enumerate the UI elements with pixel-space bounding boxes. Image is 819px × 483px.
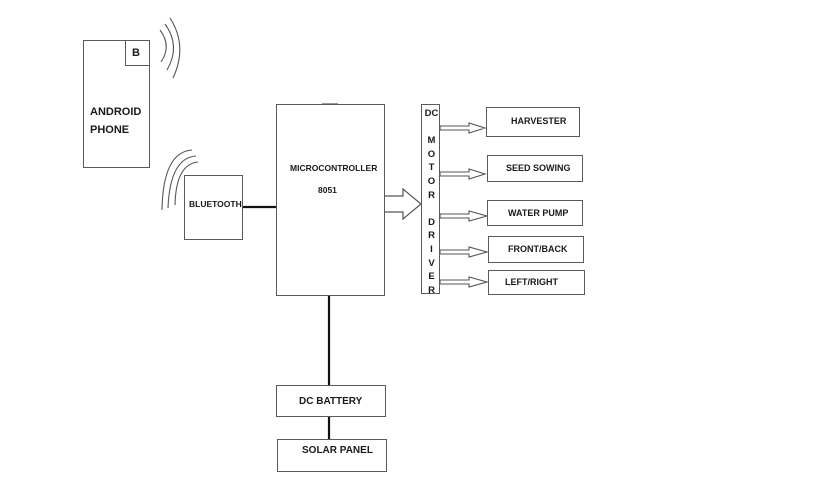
seed-sowing-box — [487, 155, 583, 182]
driver-letter: E — [428, 271, 435, 283]
driver-letter: R — [428, 189, 435, 201]
phone-label-line2: PHONE — [90, 124, 130, 136]
solar-panel-label: SOLAR PANEL — [302, 445, 373, 456]
driver-letter: R — [428, 230, 435, 242]
microcontroller-label: MICROCONTROLLER — [290, 163, 378, 173]
dc-battery-box — [276, 385, 386, 417]
bluetooth-label: BLUETOOTH — [189, 199, 242, 209]
bluetooth-signal-waves-icon — [161, 149, 199, 211]
driver-letter: O — [427, 175, 436, 187]
driver-letter: DC — [424, 108, 439, 119]
driver-letter: M — [427, 135, 436, 147]
mcu-to-driver-arrow-icon — [385, 187, 422, 221]
seed-sowing-label: SEED SOWING — [506, 163, 571, 173]
harvester-box — [486, 107, 580, 137]
left-right-box — [488, 270, 585, 295]
water-pump-box — [487, 200, 583, 226]
bluetooth-box — [184, 175, 243, 240]
driver-letter: R — [428, 284, 435, 296]
phone-badge-label: B — [132, 47, 140, 59]
phone-bluetooth-badge — [125, 40, 150, 66]
phone-label-line1: ANDROID — [90, 106, 142, 118]
phone-signal-waves-icon — [159, 17, 181, 79]
arrow-to-water-pump-icon — [439, 210, 490, 222]
driver-letter: T — [428, 162, 435, 174]
driver-letter: D — [428, 216, 435, 228]
microcontroller-model: 8051 — [318, 185, 337, 195]
dc-battery-label: DC BATTERY — [299, 396, 363, 407]
motor-driver-box — [421, 104, 440, 294]
arrow-to-front-back-icon — [439, 246, 490, 258]
driver-output-arrows — [439, 122, 490, 288]
driver-letter — [422, 202, 441, 216]
water-pump-label: WATER PUMP — [508, 208, 569, 218]
driver-letter: O — [427, 148, 436, 160]
microcontroller-box — [276, 104, 385, 296]
arrow-to-harvester-icon — [439, 122, 487, 134]
driver-letter — [422, 121, 441, 135]
arrow-to-seed-sowing-icon — [439, 168, 487, 180]
left-right-label: LEFT/RIGHT — [505, 277, 558, 287]
front-back-label: FRONT/BACK — [508, 244, 568, 254]
driver-letter: I — [430, 243, 433, 255]
driver-letter: V — [428, 257, 435, 269]
solar-panel-box — [277, 439, 387, 472]
front-back-box — [488, 236, 584, 263]
motor-driver-label: DC M O T O R D R I V E R — [422, 107, 441, 297]
harvester-label: HARVESTER — [511, 116, 567, 126]
arrow-to-left-right-icon — [439, 276, 490, 288]
